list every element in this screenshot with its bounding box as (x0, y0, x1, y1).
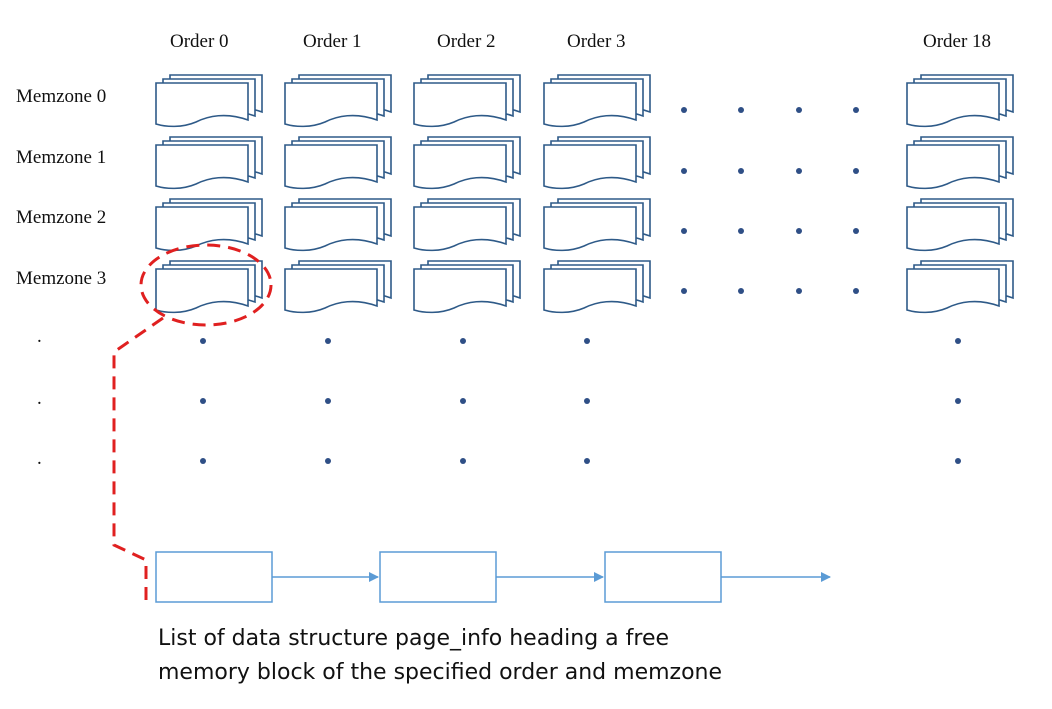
ellipsis-dot (738, 107, 744, 113)
free-block-stack-icon (543, 260, 651, 314)
ellipsis-dot (584, 398, 590, 404)
block-grid (155, 74, 1014, 314)
free-block-stack-icon (413, 74, 521, 128)
row-label-memzone-3: Memzone 3 (16, 268, 107, 289)
ellipsis-dot (200, 458, 206, 464)
free-block-stack-icon (284, 198, 392, 252)
document-sheet (906, 206, 1000, 252)
free-block-stack-icon (155, 74, 263, 128)
document-sheet (413, 268, 507, 314)
free-block-stack-icon (543, 136, 651, 190)
ellipsis-dot (325, 458, 331, 464)
caption-line: memory block of the specified order and … (158, 660, 723, 685)
list-caption: List of data structure page_info heading… (158, 622, 858, 690)
free-block-stack-icon (413, 198, 521, 252)
free-block-stack-icon (906, 136, 1014, 190)
free-block-stack-icon (284, 260, 392, 314)
ellipsis-dot (796, 228, 802, 234)
ellipsis-dot (738, 228, 744, 234)
free-block-stack-icon (155, 198, 263, 252)
ellipsis-dot (853, 107, 859, 113)
highlight-ellipse-icon (139, 243, 273, 327)
document-sheet (906, 82, 1000, 128)
document-sheet (543, 82, 637, 128)
ellipsis-dot (681, 107, 687, 113)
column-continuation-dots (681, 107, 859, 294)
free-block-stack-icon (155, 260, 263, 314)
column-label-order-0: Order 0 (170, 31, 229, 52)
free-block-stack-icon (543, 198, 651, 252)
document-sheet (284, 144, 378, 190)
highlight-connector (112, 316, 164, 603)
free-block-stack-icon (413, 136, 521, 190)
ellipsis-dot (584, 458, 590, 464)
row-continuation-dots (200, 338, 961, 464)
ellipsis-dot (460, 398, 466, 404)
row-continuation-dot: . (37, 326, 42, 347)
ellipsis-dot (584, 338, 590, 344)
ellipsis-dot (796, 168, 802, 174)
ellipsis-dot (681, 288, 687, 294)
column-label-order-18: Order 18 (923, 31, 992, 52)
document-sheet (155, 82, 249, 128)
ellipsis-dot (460, 338, 466, 344)
free-block-stack-icon (543, 74, 651, 128)
document-sheet (284, 206, 378, 252)
free-block-stack-icon (413, 260, 521, 314)
ellipsis-dot (796, 288, 802, 294)
ellipsis-dot (200, 398, 206, 404)
ellipsis-dot (460, 458, 466, 464)
column-label-order-2: Order 2 (437, 31, 496, 52)
row-label-memzone-1: Memzone 1 (16, 147, 107, 168)
document-sheet (284, 268, 378, 314)
document-sheet (155, 144, 249, 190)
ellipsis-dot (738, 288, 744, 294)
ellipsis-dot (681, 168, 687, 174)
document-sheet (413, 82, 507, 128)
free-block-stack-icon (284, 136, 392, 190)
row-label-memzone-0: Memzone 0 (16, 86, 107, 107)
document-sheet (413, 206, 507, 252)
free-block-stack-icon (906, 260, 1014, 314)
list-node (379, 551, 497, 603)
ellipsis-dot (955, 458, 961, 464)
row-continuation-dot: . (37, 388, 42, 409)
free-block-stack-icon (906, 198, 1014, 252)
document-sheet (284, 82, 378, 128)
ellipsis-dot (853, 288, 859, 294)
document-sheet (155, 206, 249, 252)
free-block-stack-icon (284, 74, 392, 128)
ellipsis-dot (955, 398, 961, 404)
column-label-order-1: Order 1 (303, 31, 362, 52)
ellipsis-dot (681, 228, 687, 234)
document-sheet (543, 206, 637, 252)
ellipsis-dot (325, 338, 331, 344)
list-node (604, 551, 722, 603)
document-sheet (543, 268, 637, 314)
document-sheet (413, 144, 507, 190)
document-sheet (155, 268, 249, 314)
free-block-stack-icon (155, 136, 263, 190)
document-sheet (543, 144, 637, 190)
column-label-order-3: Order 3 (567, 31, 626, 52)
ellipsis-dot (853, 168, 859, 174)
row-label-memzone-2: Memzone 2 (16, 207, 107, 228)
ellipsis-dot (200, 338, 206, 344)
ellipsis-dot (738, 168, 744, 174)
ellipsis-dot (955, 338, 961, 344)
document-sheet (906, 268, 1000, 314)
list-node (155, 551, 273, 603)
row-continuation-dot: . (37, 448, 42, 469)
document-sheet (906, 144, 1000, 190)
ellipsis-dot (853, 228, 859, 234)
ellipsis-dot (325, 398, 331, 404)
ellipsis-dot (796, 107, 802, 113)
free-block-stack-icon (906, 74, 1014, 128)
caption-line: List of data structure page_info heading… (158, 626, 670, 651)
